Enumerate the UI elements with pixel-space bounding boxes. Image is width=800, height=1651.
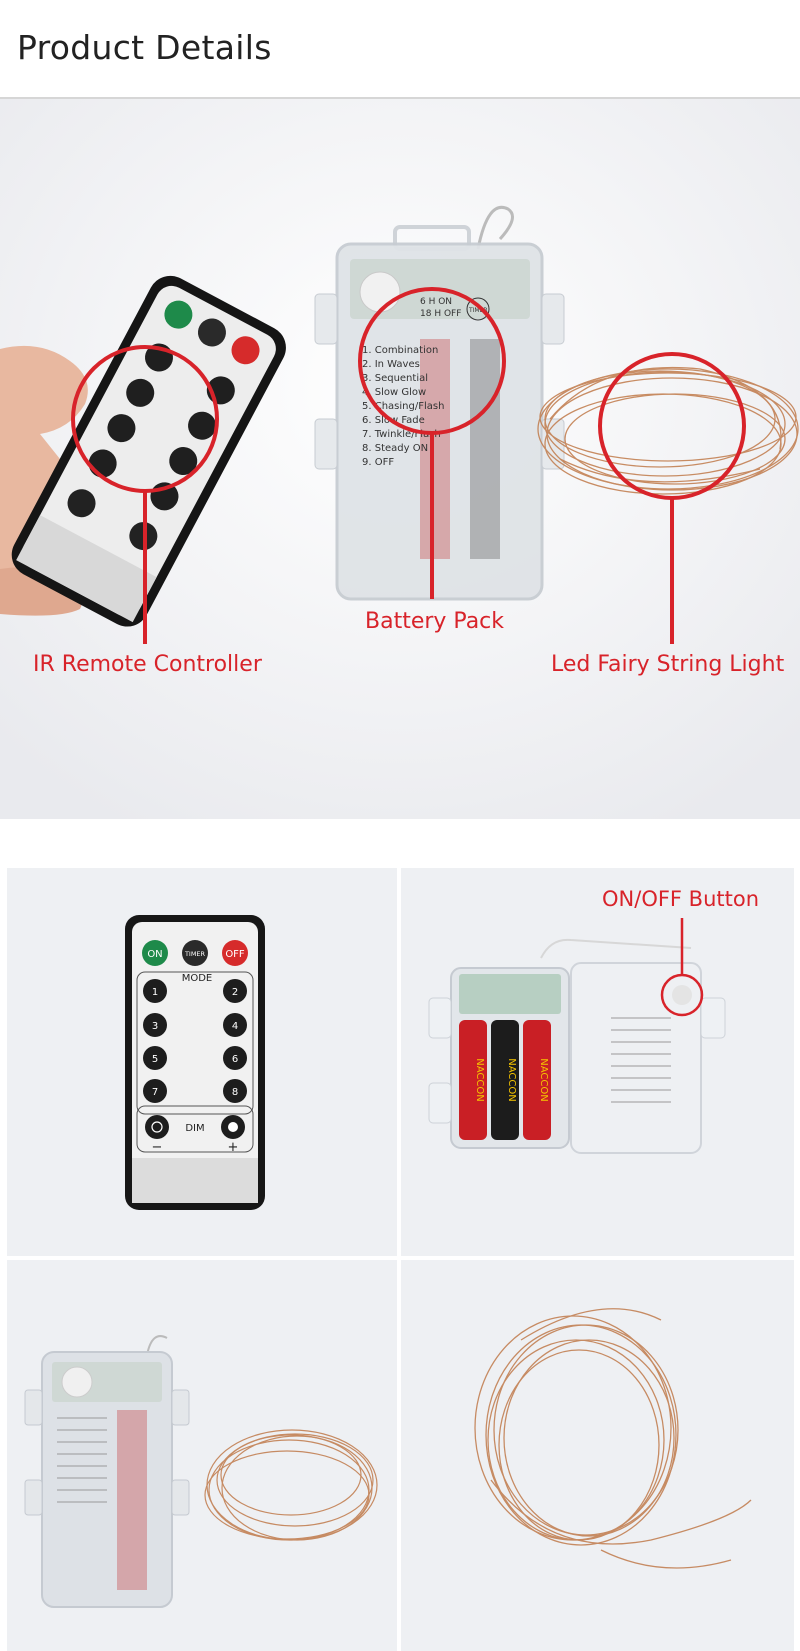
mode-4: 4. Slow Glow [362, 387, 426, 398]
battery-open-panel: NACCON NACCON NACCON ON/OFF Button [401, 868, 794, 1256]
battery-brand-2: NACCON [506, 1058, 517, 1101]
remote-btn-1: 1 [152, 987, 158, 998]
mode-2: 2. In Waves [362, 359, 420, 370]
mode-9: 9. OFF [362, 457, 394, 468]
remote-mode-text: MODE [182, 973, 213, 984]
timer-badge-text: TIMER [468, 307, 488, 314]
on-off-button-label: ON/OFF Button [602, 887, 760, 911]
remote-dim-text: DIM [185, 1123, 204, 1134]
hero-illustration: 6 H ON 18 H OFF TIMER 1. Combination 2. … [0, 99, 800, 819]
battery-open-illustration: NACCON NACCON NACCON [428, 918, 726, 1154]
mode-3: 3. Sequential [362, 373, 428, 384]
detail-grid: ON TIMER OFF MODE 1 2 3 4 5 6 7 8 [0, 868, 800, 1651]
remote-btn-8: 8 [232, 1087, 238, 1098]
remote-panel: ON TIMER OFF MODE 1 2 3 4 5 6 7 8 [7, 868, 397, 1256]
timer-on-text: 6 H ON [420, 297, 452, 307]
remote-plus-text: + [228, 1140, 239, 1155]
ir-remote-label: IR Remote Controller [33, 652, 262, 677]
remote-btn-6: 6 [232, 1054, 238, 1065]
remote-on-text: ON [147, 949, 162, 960]
coil-illustration [474, 1308, 752, 1569]
mode-7: 7. Twinkle/Flash [362, 429, 441, 440]
remote-btn-3: 3 [152, 1021, 158, 1032]
battery-pack-label: Battery Pack [365, 609, 505, 634]
page-title: Product Details [17, 28, 272, 67]
remote-minus-text: − [152, 1140, 163, 1155]
fairy-light-label: Led Fairy String Light [551, 652, 785, 677]
mode-1: 1. Combination [362, 345, 438, 356]
hero-image: 6 H ON 18 H OFF TIMER 1. Combination 2. … [0, 99, 800, 819]
remote-btn-5: 5 [152, 1054, 158, 1065]
remote-btn-2: 2 [232, 987, 238, 998]
hero-wire-coil [537, 366, 799, 495]
remote-btn-7: 7 [152, 1087, 158, 1098]
mode-8: 8. Steady ON [362, 443, 428, 454]
hero-battery-pack: 6 H ON 18 H OFF TIMER 1. Combination 2. … [314, 206, 565, 601]
mode-5: 5. Chasing/Flash [362, 401, 444, 412]
coil-panel [401, 1260, 794, 1651]
callout-markers [71, 287, 746, 644]
remote-off-text: OFF [225, 949, 245, 960]
page-header: Product Details [0, 0, 800, 99]
dim-down-icon [145, 1115, 169, 1139]
hero-remote [11, 275, 286, 627]
pack-and-coil-illustration [24, 1335, 378, 1608]
timer-off-text: 18 H OFF [420, 309, 461, 319]
pack-and-coil-panel [7, 1260, 397, 1651]
battery-brand-1: NACCON [474, 1058, 485, 1101]
remote-timer-text: TIMER [184, 950, 206, 958]
remote-illustration: ON TIMER OFF MODE 1 2 3 4 5 6 7 8 [125, 915, 265, 1210]
remote-btn-4: 4 [232, 1021, 238, 1032]
battery-brand-3: NACCON [538, 1058, 549, 1101]
